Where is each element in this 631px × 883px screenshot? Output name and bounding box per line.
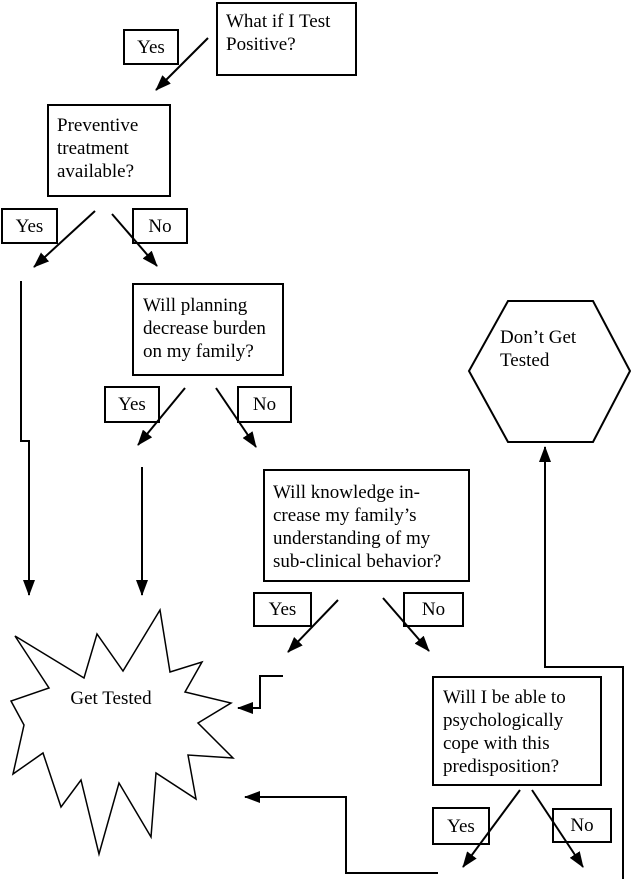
yes-label-top: Yes [123, 29, 179, 65]
elbow-knowledge-yes-to-get-tested [237, 675, 283, 714]
yes-label-cope: Yes [432, 807, 490, 845]
no-label-cope: No [552, 808, 612, 843]
yes-label-knowledge: Yes [253, 592, 312, 627]
psychological-cope-box: Will I be able to psychologically cope w… [432, 676, 602, 786]
knowledge-understanding-box: Will knowledge in- crease my family’s un… [263, 469, 470, 582]
preventive-treatment-box: Preventive treatment available? [47, 104, 171, 197]
elbow-cope-yes-to-get-tested [244, 791, 438, 874]
get-tested-starburst [9, 607, 235, 857]
no-label-planning: No [237, 386, 292, 423]
get-tested-label: Get Tested [70, 688, 152, 709]
no-label-knowledge: No [403, 592, 464, 627]
yes-label-preventive: Yes [1, 208, 58, 244]
yes-label-planning: Yes [104, 386, 160, 423]
line-preventive-yes-to-get-tested [20, 281, 35, 596]
planning-burden-box: Will planning decrease burden on my fami… [132, 283, 284, 376]
dont-get-tested-label: Don’t Get Tested [500, 327, 577, 371]
what-if-test-positive-box: What if I Test Positive? [216, 2, 357, 76]
no-label-preventive: No [132, 208, 188, 244]
